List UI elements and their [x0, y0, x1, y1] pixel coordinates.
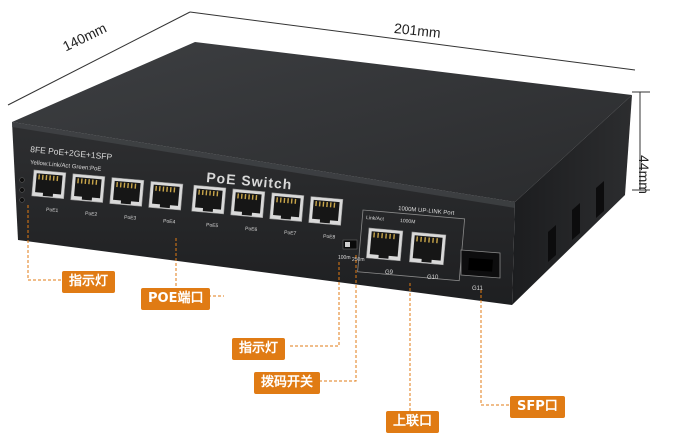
- status-leds: [19, 177, 25, 203]
- callout-dip-switch: 拨码开关: [254, 372, 321, 394]
- uplink-speed: 1000M: [400, 218, 416, 225]
- poe-port-4[interactable]: [148, 181, 184, 211]
- poe-port-label-2: PoE2: [85, 211, 98, 218]
- poe-port-group: [31, 169, 344, 226]
- poe-port-5[interactable]: [191, 184, 227, 215]
- poe-port-3[interactable]: [109, 177, 145, 207]
- uplink-port-label-g9: G9: [385, 270, 394, 276]
- dimension-lines: [7, 11, 650, 191]
- chassis-top: [12, 42, 632, 202]
- uplink-header: 1000M UP-LINK Port: [398, 206, 455, 217]
- sfp-port-label: G11: [472, 286, 484, 292]
- poe-port-1[interactable]: [31, 169, 67, 200]
- poe-port-label-8: PoE8: [323, 234, 336, 241]
- dip-switch[interactable]: [342, 239, 358, 250]
- uplink-port-g10[interactable]: [409, 231, 447, 266]
- callout-indicator-left: 指示灯: [62, 271, 116, 293]
- sfp-port[interactable]: [460, 249, 501, 279]
- callout-indicator-center: 指示灯: [232, 338, 286, 360]
- callout-poe-ports: POE端口: [141, 288, 211, 310]
- brand-title: PoE Switch: [206, 169, 293, 192]
- uplink-link-act: Link/Act: [366, 215, 385, 223]
- uplink-port-label-g10: G10: [427, 275, 439, 281]
- poe-port-2[interactable]: [70, 173, 106, 203]
- chassis-side: [512, 95, 632, 305]
- height-dimension-label: 44mm: [636, 155, 652, 194]
- poe-port-label-4: PoE4: [163, 218, 176, 225]
- poe-port-label-5: PoE5: [206, 222, 219, 229]
- poe-port-7[interactable]: [269, 192, 305, 222]
- poe-port-label-3: PoE3: [124, 215, 137, 222]
- poe-port-label-1: PoE1: [46, 207, 59, 214]
- dip-label-100m: 100m: [338, 255, 351, 261]
- side-vents: [548, 181, 604, 262]
- switch-chassis: [12, 42, 632, 305]
- poe-port-8[interactable]: [308, 196, 344, 226]
- callout-sfp: SFP口: [510, 396, 565, 418]
- callout-uplink: 上联口: [386, 411, 440, 433]
- poe-port-label-6: PoE6: [245, 226, 258, 233]
- poe-port-label-7: PoE7: [284, 230, 297, 237]
- poe-port-6[interactable]: [230, 188, 266, 219]
- uplink-port-group: [366, 227, 447, 266]
- uplink-port-g9[interactable]: [366, 227, 404, 262]
